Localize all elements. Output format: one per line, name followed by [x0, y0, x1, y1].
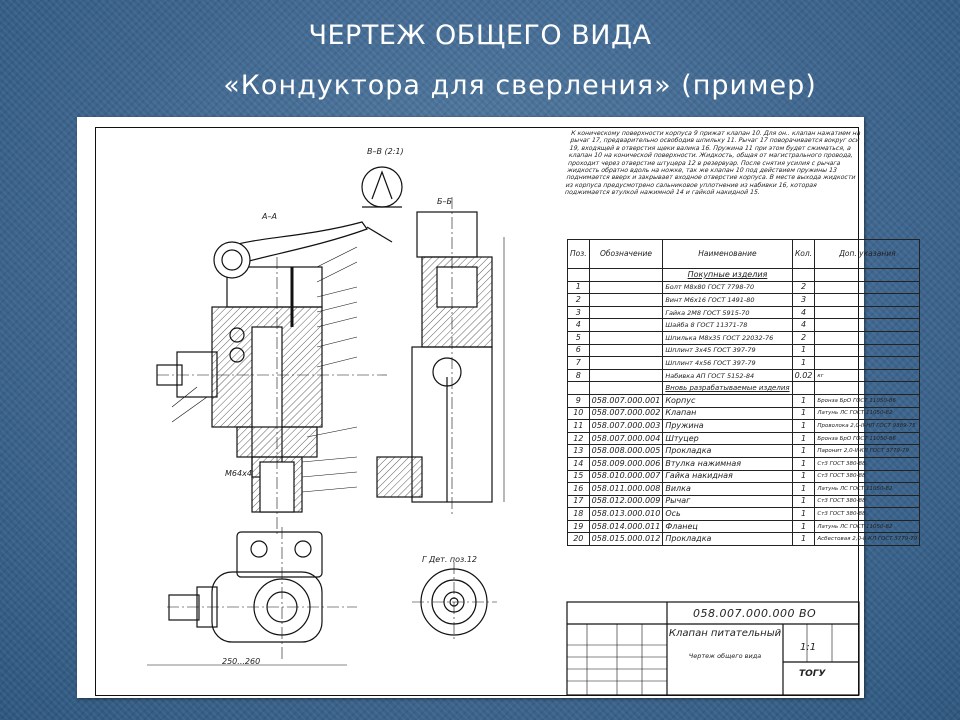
spec-cell-note: Паронит 2,0-II-КЛ ГОСТ 3779-79 [814, 444, 921, 458]
slide-subtitle: «Кондуктора для сверления» (пример) [223, 70, 817, 101]
section-aa-label: А–А [262, 212, 277, 221]
technical-drawing [147, 166, 505, 666]
slide-title: ЧЕРТЕЖ ОБЩЕГО ВИДА [308, 20, 652, 51]
section-vv-label: В–В (2:1) [367, 147, 404, 156]
stamp-subtitle: Чертеж общего вида [688, 652, 762, 660]
dimension-label: 250...260 [222, 657, 261, 666]
drawing-sheet: К коническому поверхности корпуса 9 приж… [77, 117, 921, 698]
stamp-code: 058.007.000.000 ВО [693, 607, 817, 620]
detail-label: Г Дет. поз.12 [422, 555, 478, 564]
spec-cell-code: 058.015.000.012 [588, 532, 664, 547]
spec-cell-note: Асбестовая 2,0-II-КЛ ГОСТ 3779-79 [814, 532, 921, 547]
spec-header-code: Обозначение [588, 239, 664, 269]
spec-header-row: Поз. Обозначение Наименование Кол. Доп. … [567, 239, 921, 269]
spec-cell-pos: 20 [567, 532, 590, 547]
stamp-name: Клапан питательный [668, 628, 782, 639]
spec-cell-name: Прокладка [662, 532, 793, 547]
stamp-organization: ТОГУ [799, 669, 826, 679]
thread-label: М64х4 [225, 469, 252, 478]
spec-header-note: Доп. указания [814, 239, 921, 269]
stamp-scale: 1:1 [800, 642, 817, 653]
spec-header-name: Наименование [662, 239, 793, 269]
title-block [566, 601, 860, 696]
specification-table: Поз. Обозначение Наименование Кол. Доп. … [567, 239, 921, 547]
section-bb-label: Б–Б [437, 197, 452, 206]
